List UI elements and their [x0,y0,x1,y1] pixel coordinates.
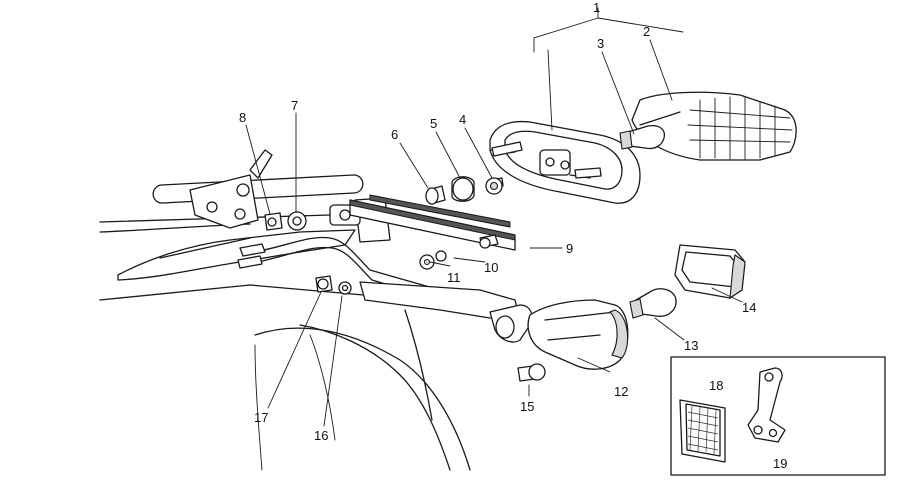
callout-19: 19 [773,456,787,471]
callout-14: 14 [742,300,756,315]
callout-8: 8 [239,110,246,125]
mounting-stud-parts [425,141,602,205]
turn-signal-assembly [359,281,629,370]
callout-9: 9 [566,241,573,256]
plate-support-strip [349,194,516,251]
callout-18: 18 [709,378,723,393]
reflector-bracket [747,367,786,443]
callout-11: 11 [447,270,461,285]
screw-and-nut [419,234,499,270]
callout-16: 16 [314,428,328,443]
tail-light-bulb [619,124,666,150]
callout-5: 5 [430,116,437,131]
turn-signal-washer-nut [315,275,352,295]
callout-labels: 1 2 3 4 5 6 7 8 9 10 11 12 13 14 15 16 1… [239,0,787,471]
tail-light-housing [489,120,641,204]
callout-1-bracket [533,7,684,131]
callout-1: 1 [593,0,600,15]
callout-17: 17 [254,410,268,425]
callout-12: 12 [614,384,628,399]
callout-7: 7 [291,98,298,113]
wiring-harness [237,236,501,311]
leader-lines [245,39,743,427]
callout-2: 2 [643,24,650,39]
callout-10: 10 [484,260,498,275]
turn-signal-bulb [629,288,677,319]
reflector [679,399,726,463]
callout-13: 13 [684,338,698,353]
callout-15: 15 [520,399,534,414]
turn-signal-screw [517,363,546,382]
callout-4: 4 [459,112,466,127]
turn-signal-lens [674,244,746,300]
inset-detail-box [670,356,886,476]
washer-and-nut [264,211,307,231]
callout-6: 6 [391,127,398,142]
callout-3: 3 [597,36,604,51]
